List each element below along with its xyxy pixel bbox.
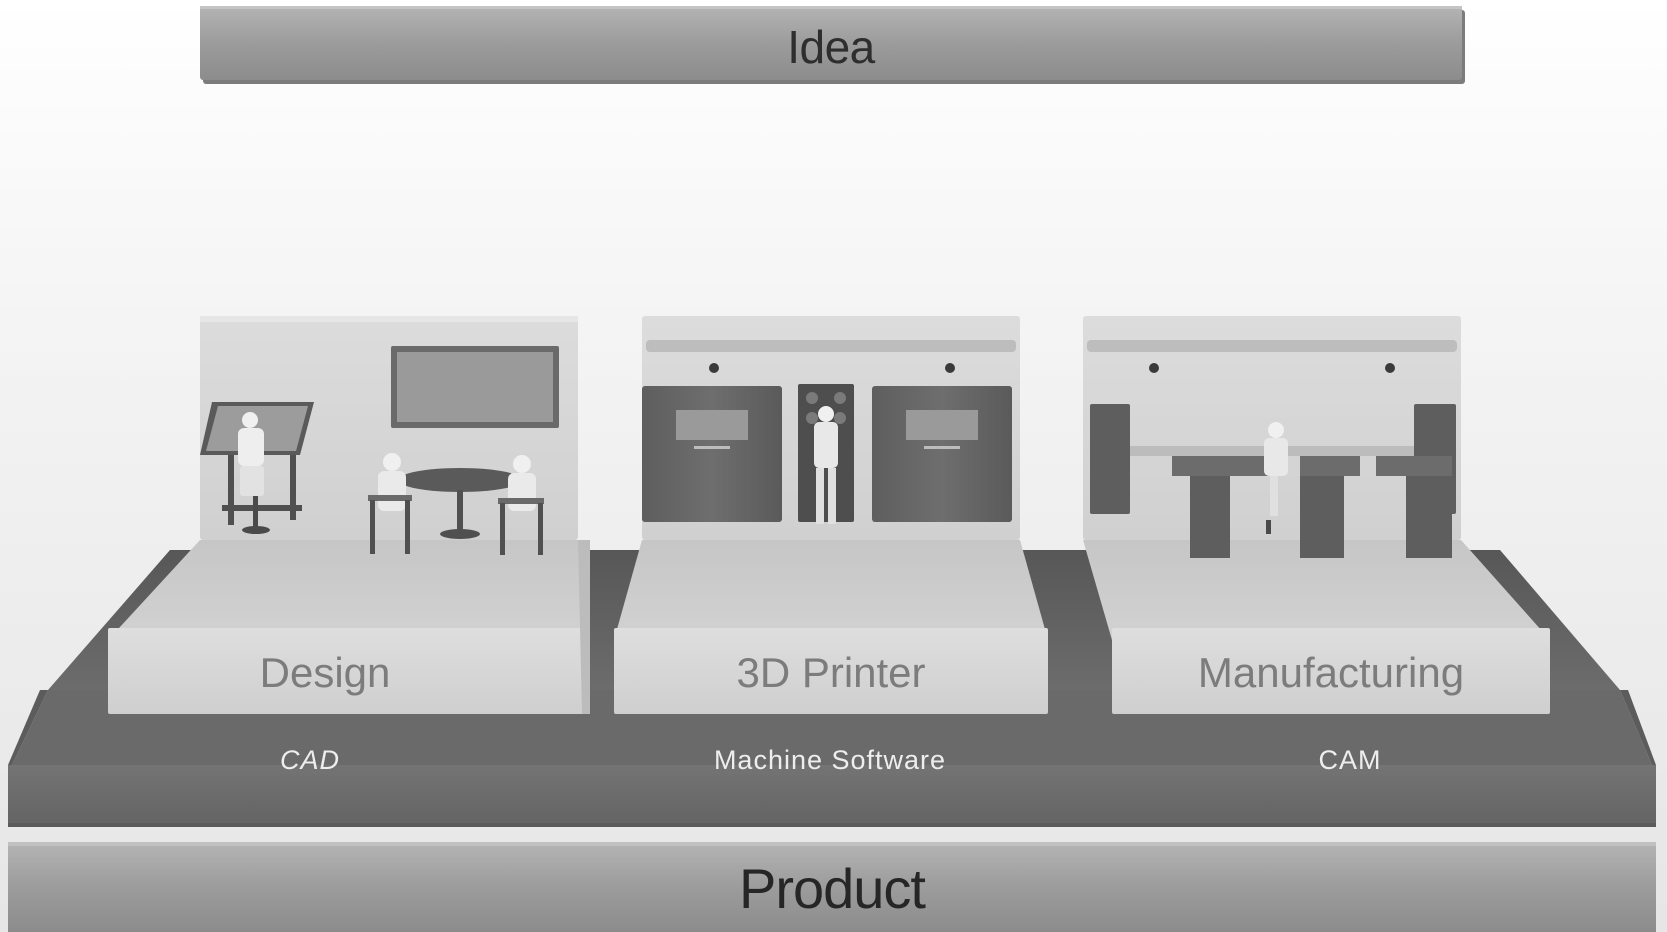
wall-light-icon: [709, 363, 719, 373]
product-label: Product: [739, 857, 926, 920]
wall-light-icon: [1149, 363, 1159, 373]
module-manufacturing: [1083, 316, 1550, 714]
printer-left-icon: [642, 386, 782, 522]
designer-figure-icon: [238, 412, 270, 534]
meeting-person-right-icon: [498, 455, 544, 555]
wall-light-icon: [1385, 363, 1395, 373]
pipe-rail-icon: [646, 340, 1016, 352]
meeting-person-left-icon: [368, 453, 412, 554]
wall-light-icon: [945, 363, 955, 373]
workbench-icon: [1172, 456, 1452, 558]
layer-label-cam: CAM: [1318, 745, 1382, 775]
layer-label-cad: CAD: [279, 745, 340, 775]
top-bar: [200, 6, 1465, 84]
worker-figure-icon: [1264, 422, 1288, 534]
meeting-table-icon: [398, 468, 522, 539]
pipe-rail-icon: [1087, 340, 1457, 352]
module-3d-printer: [614, 316, 1048, 714]
module-title-design: Design: [259, 649, 391, 696]
printer-right-icon: [872, 386, 1012, 522]
layer-label-machine-software: Machine Software: [713, 745, 947, 775]
bottom-bar: [8, 842, 1656, 932]
operator-figure-icon: [814, 406, 838, 524]
module-title-3d-printer: 3D Printer: [736, 649, 926, 696]
idea-label: Idea: [787, 21, 875, 73]
module-title-manufacturing: Manufacturing: [1197, 649, 1465, 696]
module-design: [108, 316, 590, 714]
